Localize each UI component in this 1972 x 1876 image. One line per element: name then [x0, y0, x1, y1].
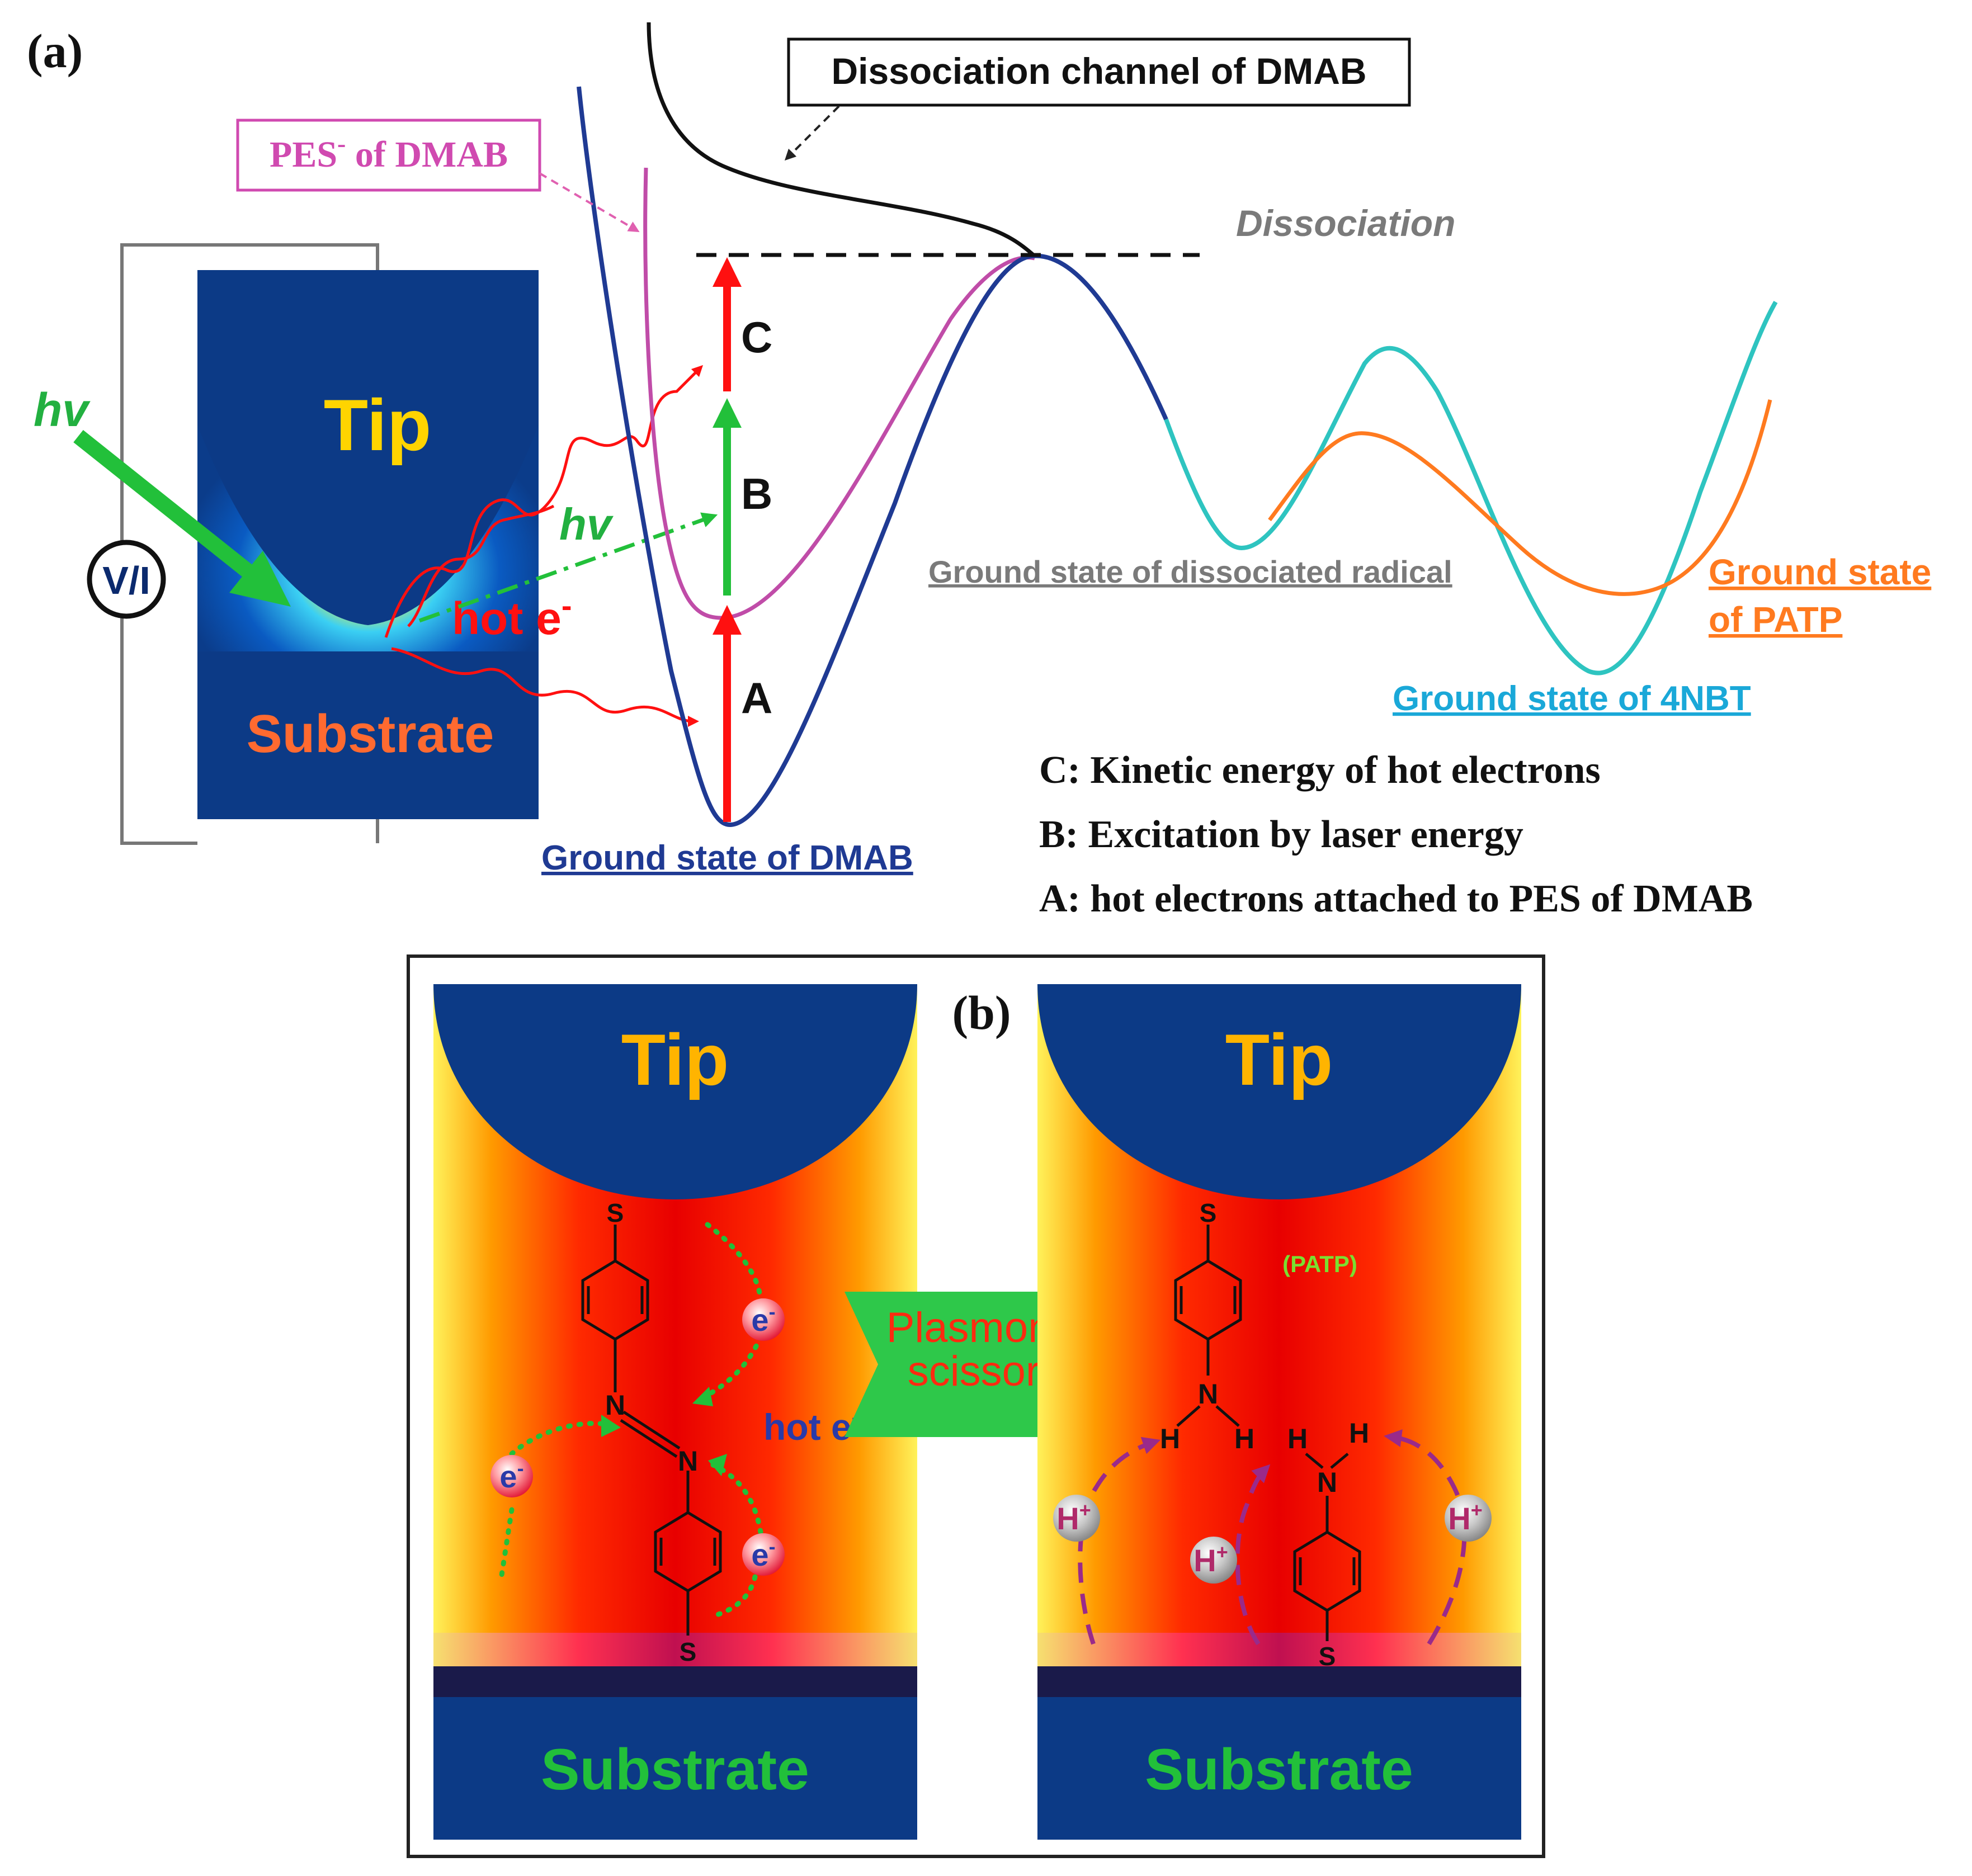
tip-body	[197, 270, 539, 625]
curve-pes-minus	[643, 167, 1035, 620]
atom-n2-left: N	[678, 1445, 698, 1477]
hv-incident-arrow	[73, 430, 262, 585]
dark-layer-right	[1037, 1666, 1521, 1697]
e-arrowhead-2	[601, 1415, 621, 1437]
tip-right-label: Tip	[1225, 1019, 1333, 1100]
hot-e-label: hot e-	[452, 588, 572, 644]
svg-text:e-: e-	[751, 1300, 775, 1338]
e-arrowhead-1	[692, 1387, 713, 1406]
dmab-molecule	[581, 1225, 722, 1636]
gs-dmab-label: Ground state of DMAB	[541, 839, 913, 877]
voltmeter	[87, 540, 166, 619]
junction-left: Tip Substrate S N N S	[433, 984, 917, 1840]
hot-e-path-mid	[407, 504, 555, 627]
curve-patp	[1268, 399, 1772, 596]
dark-layer-left	[433, 1666, 917, 1697]
hv-incident-label: hv	[34, 384, 91, 436]
interface-band-right	[1037, 1633, 1521, 1666]
arrow-a-head	[713, 605, 742, 635]
atom-n-top-right: N	[1198, 1378, 1218, 1410]
hot-electron-paths	[384, 365, 704, 727]
substrate-left	[433, 1697, 917, 1840]
arrow-b-head	[713, 398, 742, 428]
tip-left-label: Tip	[621, 1019, 729, 1100]
legend-c: C: Kinetic energy of hot electrons	[1039, 749, 1601, 792]
tip-left-body	[433, 984, 917, 1199]
atom-n-bottom-right: N	[1317, 1467, 1337, 1498]
pes-pointer	[539, 172, 640, 233]
arrow-c-head	[713, 257, 742, 287]
atom-h4-right: H	[1349, 1417, 1369, 1449]
marker-a: A	[741, 673, 772, 722]
plasmonic-label-2: scissors	[908, 1348, 1061, 1395]
patp-molecule-lower	[1293, 1453, 1361, 1641]
hv-inner-arrow	[418, 512, 718, 623]
atom-h1-right: H	[1160, 1423, 1180, 1454]
pes-label: PES- of DMAB	[270, 129, 508, 175]
gs-patp-label-1: Ground state	[1709, 552, 1931, 592]
panel-a: (a) V/I Tip Substrate hv hot e- hv	[27, 22, 1931, 920]
dissociation-channel-label: Dissociation channel of DMAB	[831, 50, 1366, 92]
svg-text:H+: H+	[1056, 1499, 1091, 1536]
atom-h3-right: H	[1287, 1423, 1308, 1454]
svg-text:e-: e-	[751, 1535, 775, 1572]
curve-dissociation-channel	[647, 22, 1036, 258]
dissociation-label: Dissociation	[1236, 202, 1455, 244]
hv-inner-label: hv	[559, 499, 614, 549]
panel-a-label: (a)	[27, 24, 83, 78]
patp-tag: (PATP)	[1282, 1251, 1357, 1277]
interface-band-left	[433, 1633, 917, 1666]
gs-patp-label-2: of PATP	[1709, 599, 1842, 640]
atom-h2-right: H	[1234, 1423, 1254, 1454]
proton-1: H+	[1053, 1495, 1100, 1542]
dissociation-channel-pointer	[784, 105, 840, 161]
atom-s-top-right: S	[1200, 1198, 1217, 1227]
atom-s-bottom-right: S	[1319, 1642, 1336, 1671]
substrate-left-label: Substrate	[541, 1737, 809, 1802]
substrate-right	[1037, 1697, 1521, 1840]
svg-text:H+: H+	[1448, 1499, 1482, 1536]
gs-radical-label: Ground state of dissociated radical	[928, 554, 1452, 589]
voltmeter-label: V/I	[102, 559, 150, 602]
substrate-right-label: Substrate	[1145, 1737, 1413, 1802]
legend-b: B: Excitation by laser energy	[1039, 813, 1523, 856]
electron-3: e-	[742, 1533, 785, 1576]
atom-s-bottom-left: S	[680, 1637, 697, 1666]
atom-n1-left: N	[605, 1390, 625, 1421]
legend-a: A: hot electrons attached to PES of DMAB	[1039, 877, 1753, 920]
dissociation-channel-box	[787, 37, 1411, 107]
substrate-block	[197, 651, 539, 819]
hot-e-path-a	[391, 647, 699, 727]
svg-text:H+: H+	[1193, 1541, 1228, 1578]
gs-4nbt-label: Ground state of 4NBT	[1393, 679, 1751, 718]
proton-paths	[1078, 1429, 1467, 1646]
junction-right: Tip Substrate (PATP) S N H H	[1037, 984, 1521, 1840]
electron-2: e-	[490, 1455, 533, 1497]
hot-e-label-b: hot e-	[763, 1404, 860, 1448]
svg-text:e-: e-	[499, 1457, 523, 1494]
e-arrowhead-3	[708, 1454, 727, 1476]
panel-b: (b) Tip Substrate	[407, 954, 1545, 1858]
proton-3: H+	[1445, 1495, 1492, 1542]
pes-label-box	[236, 119, 541, 192]
substrate-label: Substrate	[247, 704, 494, 764]
electron-1: e-	[742, 1298, 785, 1341]
panel-b-label: (b)	[952, 986, 1011, 1039]
hv-incident-arrowhead	[229, 551, 291, 607]
atom-s-top-left: S	[607, 1198, 624, 1227]
energy-arrows	[713, 257, 742, 822]
tip-right-body	[1037, 984, 1521, 1199]
marker-c: C	[741, 313, 772, 362]
hot-e-path-c	[384, 365, 704, 638]
proton-2: H+	[1190, 1537, 1237, 1584]
marker-b: B	[741, 469, 772, 518]
patp-molecule-upper	[1174, 1225, 1242, 1427]
tip-label: Tip	[324, 384, 432, 466]
circuit-wire	[120, 243, 379, 845]
curve-radical-4nbt	[1164, 300, 1778, 675]
